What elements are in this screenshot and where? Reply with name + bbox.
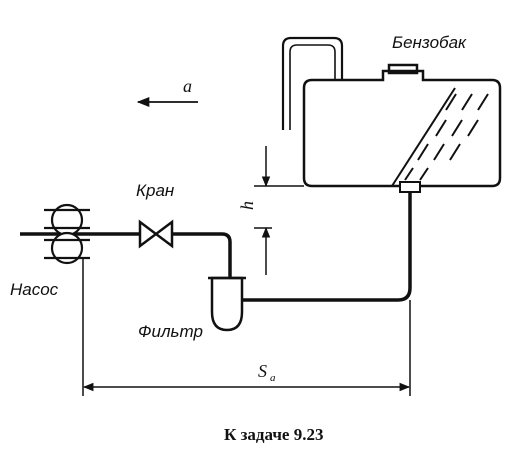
valve-label: Кран — [136, 181, 175, 200]
height-label: h — [237, 201, 257, 210]
fuel-surface-hatch — [391, 87, 489, 187]
distance-subscript: a — [270, 372, 276, 384]
fuel-tank — [302, 63, 502, 188]
valve — [138, 219, 174, 249]
feed-pipe — [172, 232, 232, 278]
height-dimension — [254, 146, 304, 275]
pump — [44, 203, 90, 265]
acceleration-label: a — [183, 76, 192, 96]
pump-label: Насос — [10, 280, 59, 299]
filler-cap — [387, 63, 419, 75]
outlet-pipe — [242, 186, 412, 302]
filter — [208, 276, 246, 332]
tank-label: Бензобак — [392, 33, 467, 52]
filter-label: Фильтр — [138, 322, 203, 341]
distance-label: S — [258, 361, 267, 381]
vent-pipe — [281, 36, 344, 130]
distance-dimension — [82, 258, 411, 396]
figure-caption: К задаче 9.23 — [224, 425, 323, 444]
